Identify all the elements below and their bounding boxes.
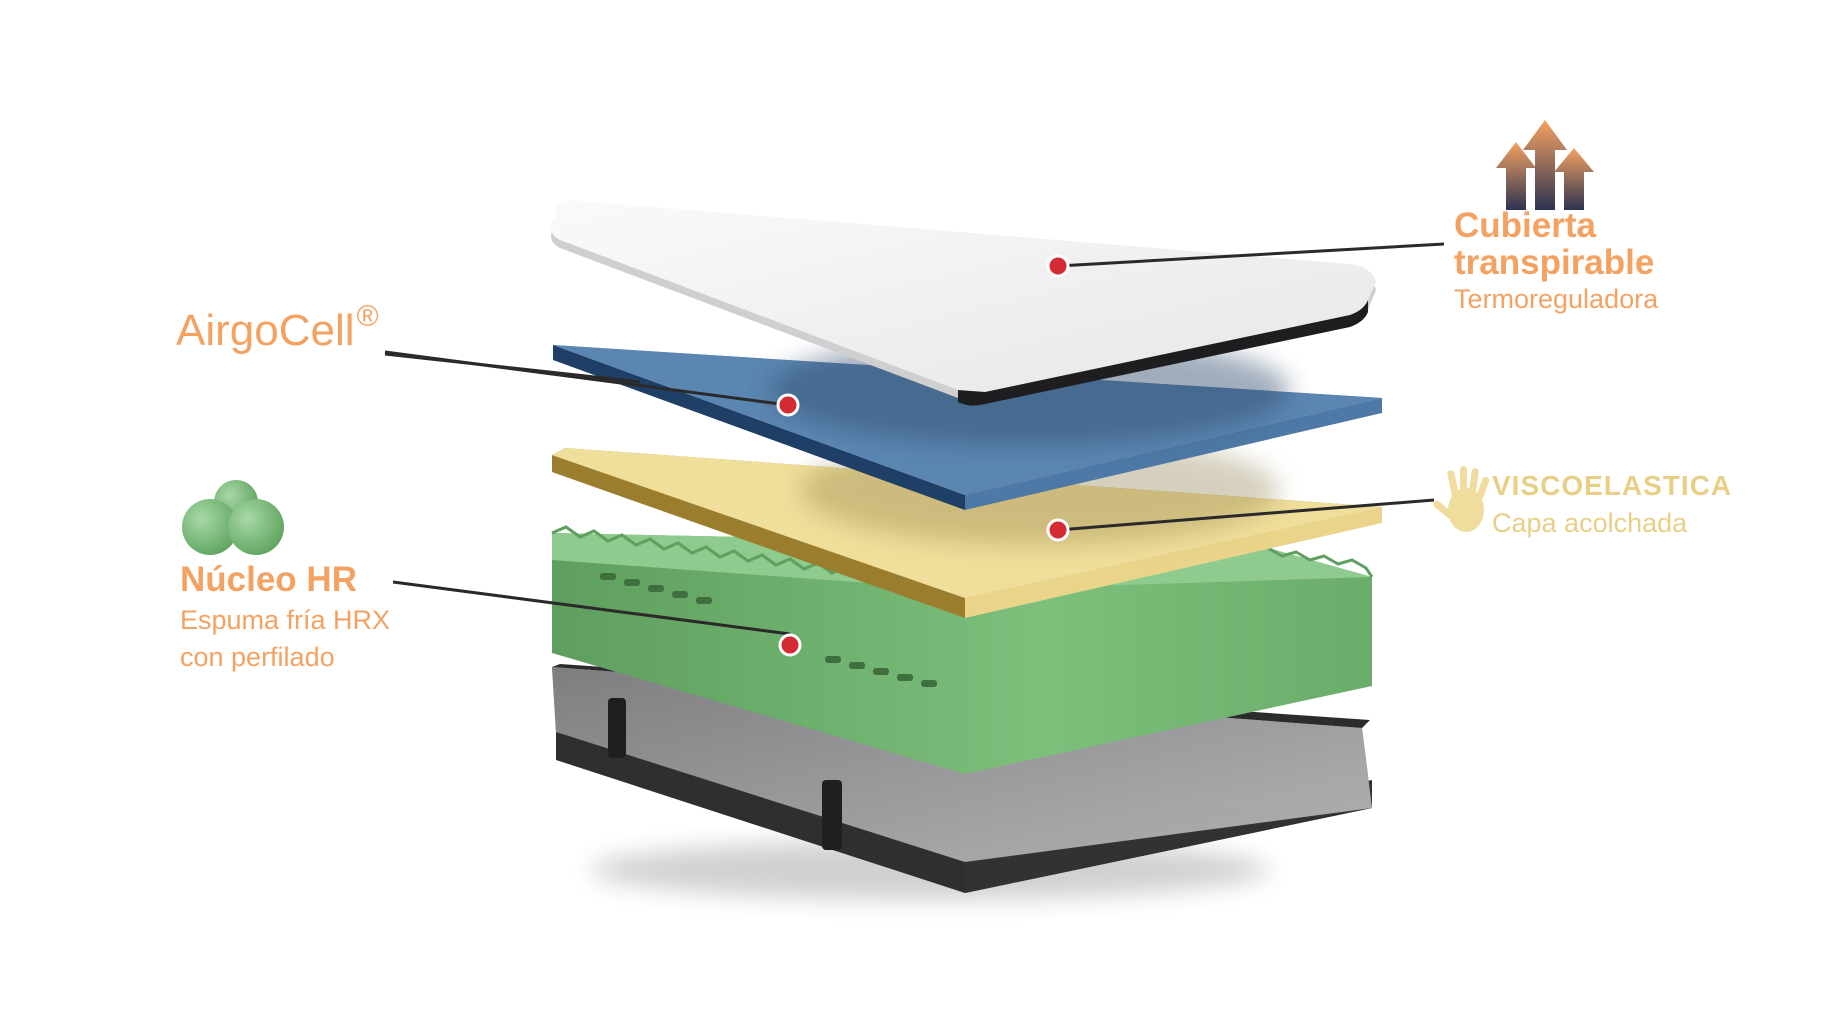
pointer-dot-nucleo: [778, 633, 802, 657]
leader-line-nucleo: [392, 580, 791, 636]
registered-mark: ®: [356, 300, 379, 333]
nucleo-title: Núcleo HR: [180, 560, 357, 599]
airgocell-title: AirgoCell: [176, 306, 355, 355]
visco-layer: [552, 435, 1382, 618]
visco-subtitle: Capa acolchada: [1492, 508, 1688, 538]
hand-print-icon: [1433, 466, 1490, 532]
airgocell-label: AirgoCell®: [176, 300, 379, 356]
pointer-dot-airgocell: [776, 393, 800, 417]
nucleo-subtitle-line1: Espuma fría HRX: [180, 605, 391, 635]
leader-lines: [384, 242, 1445, 636]
pointer-dot-cubierta: [1046, 254, 1070, 278]
cubierta-title-line2: transpirable: [1454, 243, 1655, 282]
pointer-dots: [776, 254, 1070, 657]
leader-line-cubierta: [1057, 242, 1445, 268]
foam-spheres-icon: [182, 480, 284, 555]
leader-line-visco: [1057, 498, 1435, 532]
airflow-arrows-icon: [1496, 120, 1594, 210]
cover-layer: [551, 200, 1376, 406]
visco-title: VISCOELASTICA: [1492, 470, 1733, 501]
nucleo-subtitle-line2: con perfilado: [180, 642, 335, 672]
cubierta-title-line1: Cubierta: [1454, 206, 1596, 245]
leader-line-airgocell-b: [384, 352, 641, 384]
pointer-dot-visco: [1046, 518, 1070, 542]
cubierta-subtitle: Termoreguladora: [1454, 284, 1659, 314]
